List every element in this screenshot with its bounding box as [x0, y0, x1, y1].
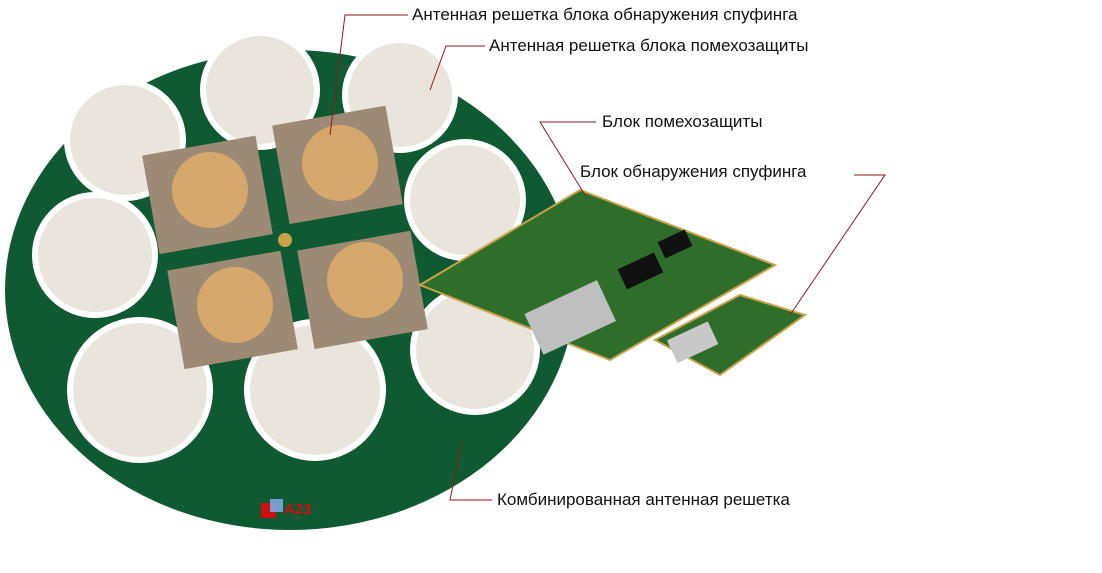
spoof-antenna-patches — [142, 105, 428, 370]
svg-text:A23: A23 — [284, 501, 312, 518]
leader-lines — [329, 14, 886, 501]
label-spoof-unit: Блок обнаружения спуфинга — [580, 162, 807, 181]
label-antijam-unit: Блок помехозащиты — [602, 112, 763, 131]
label-combined-array: Комбинированная антенная решетка — [497, 490, 790, 509]
spoof-unit-pcb — [652, 293, 808, 377]
logo: A23 — [261, 499, 312, 518]
label-spoof-antenna-array: Антенная решетка блока обнаружения спуфи… — [412, 5, 798, 24]
antijam-unit-pcb — [417, 188, 778, 362]
label-antijam-antenna-array: Антенная решетка блока помехозащиты — [489, 36, 809, 55]
antijam-antenna-disks — [32, 30, 540, 463]
